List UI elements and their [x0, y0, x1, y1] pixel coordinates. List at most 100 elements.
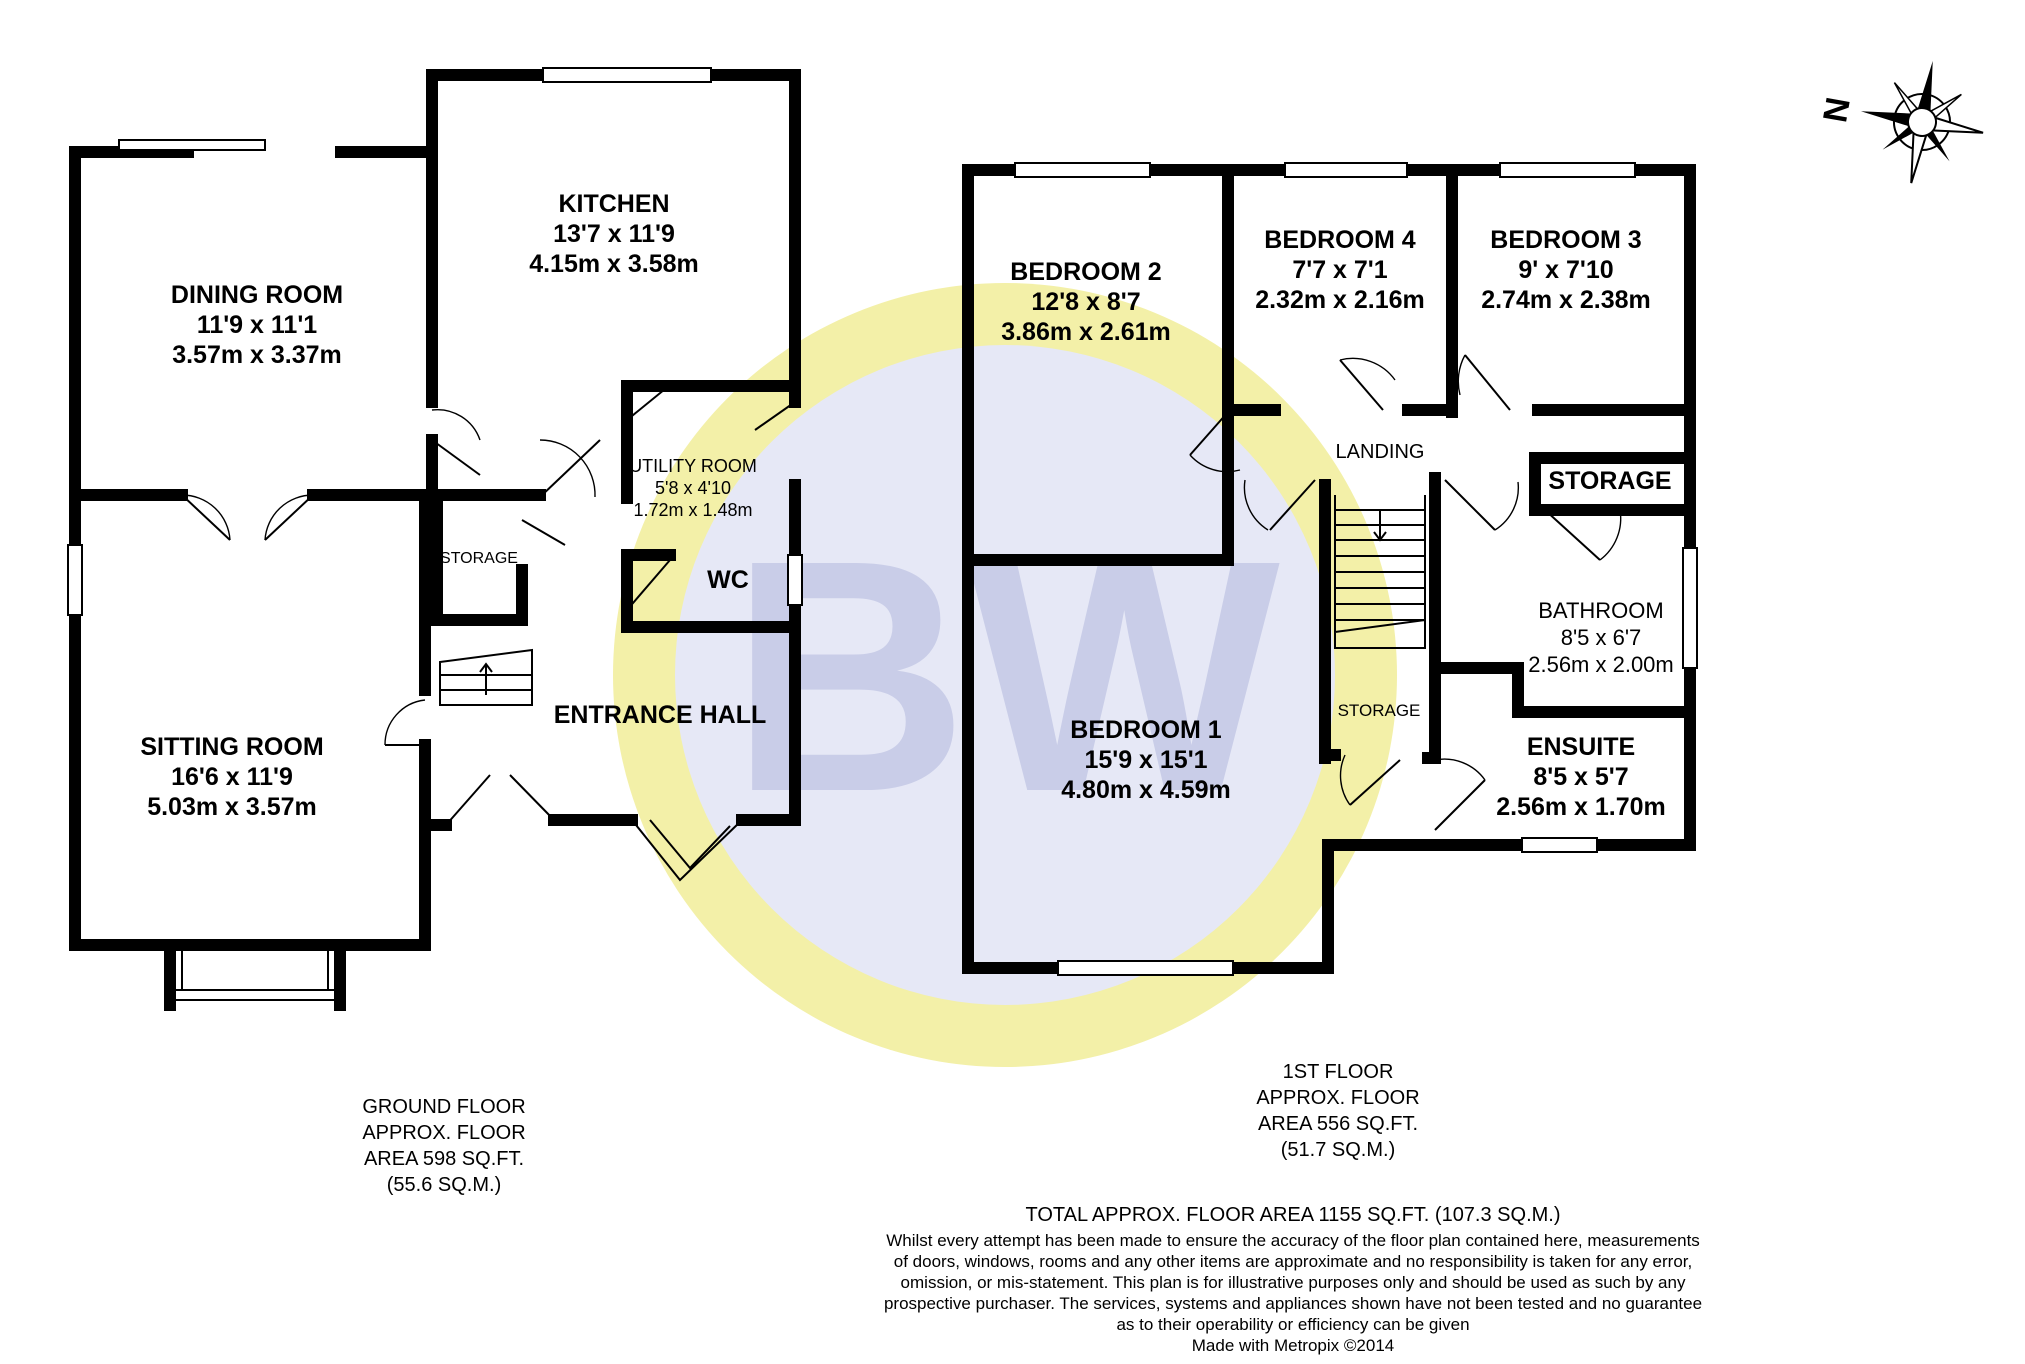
ff-caption-line-1: 1ST FLOOR [1283, 1061, 1394, 1083]
ff-storage-mid-door [1349, 759, 1401, 806]
entrance-hall-name: ENTRANCE HALL [554, 701, 767, 729]
bedroom-1-name: BEDROOM 1 [1070, 716, 1222, 744]
bedroom-1-imperial: 15'9 x 15'1 [1084, 746, 1207, 774]
gf-wall-west-south [69, 146, 431, 951]
ff-bed2-door-arc [1189, 454, 1241, 473]
bw-watermark-logo: BW [613, 283, 1397, 1067]
ff-ensuite-door [1434, 779, 1486, 831]
kitchen-imperial: 13'7 x 11'9 [553, 220, 675, 248]
gf-caption-line-1: GROUND FLOOR [362, 1096, 525, 1118]
footer: TOTAL APPROX. FLOOR AREA 1155 SQ.FT. (10… [884, 1204, 1702, 1355]
first-floor-caption: 1ST FLOOR APPROX. FLOOR AREA 556 SQ.FT. … [1256, 1061, 1419, 1161]
kitchen-metric: 4.15m x 3.58m [529, 250, 699, 278]
gf-wc-walls [621, 549, 801, 633]
ff-storage-top-name: STORAGE [1548, 467, 1671, 495]
sitting-room-name: SITTING ROOM [140, 733, 323, 761]
total-floor-area: TOTAL APPROX. FLOOR AREA 1155 SQ.FT. (10… [1026, 1204, 1561, 1226]
compass-north-label: N [1816, 94, 1858, 125]
bedroom-2-imperial: 12'8 x 8'7 [1031, 288, 1140, 316]
bedroom-4-name: BEDROOM 4 [1264, 226, 1416, 254]
bathroom-metric: 2.56m x 2.00m [1528, 652, 1674, 677]
ff-bed3-window [1499, 162, 1636, 178]
gf-wc-door [626, 559, 671, 611]
dining-room-name: DINING ROOM [171, 281, 343, 309]
bedroom-4-metric: 2.32m x 2.16m [1255, 286, 1425, 314]
disclaimer-line-4: prospective purchaser. The services, sys… [884, 1294, 1702, 1313]
gf-sitting-side-window [67, 544, 83, 616]
bedroom-1-metric: 4.80m x 4.59m [1061, 776, 1231, 804]
bathroom-imperial: 8'5 x 6'7 [1561, 625, 1642, 650]
bedroom-3-imperial: 9' x 7'10 [1518, 256, 1613, 284]
gf-caption-line-3: AREA 598 SQ.FT. [364, 1148, 524, 1170]
gf-wall-front [419, 814, 638, 831]
ff-bed2-window [1014, 162, 1151, 178]
sitting-room-metric: 5.03m x 3.57m [147, 793, 317, 821]
bedroom-3-metric: 2.74m x 2.38m [1481, 286, 1651, 314]
ff-bathroom-window [1682, 547, 1698, 669]
disclaimer-line-1: Whilst every attempt has been made to en… [886, 1231, 1700, 1250]
gf-sitting-door-arc [384, 699, 426, 746]
gf-kitchen-window [542, 67, 712, 83]
ff-bed1-window [1057, 960, 1234, 976]
ff-storage-top-door-arc [1599, 509, 1622, 561]
watermark-inner-circle [675, 345, 1335, 1005]
bedroom-3-name: BEDROOM 3 [1490, 226, 1641, 254]
gf-wc-window [787, 554, 803, 606]
ensuite-imperial: 8'5 x 5'7 [1533, 763, 1628, 791]
bedroom-2-name: BEDROOM 2 [1010, 258, 1161, 286]
bedroom-4-imperial: 7'7 x 7'1 [1292, 256, 1387, 284]
ff-bathroom-door [1444, 479, 1496, 531]
gf-hall-inner-door [445, 774, 555, 826]
gf-kitchen-hall-arc [539, 439, 596, 498]
gf-bay-window [170, 945, 340, 1001]
gf-utility-door [626, 384, 671, 421]
ensuite-metric: 2.56m x 1.70m [1496, 793, 1666, 821]
ff-ensuite-window [1521, 837, 1598, 853]
gf-french-doors-arc [181, 494, 314, 541]
ff-storage-mid-name: STORAGE [1338, 701, 1421, 720]
ff-exterior-walls [962, 164, 1696, 974]
disclaimer-line-5: as to their operability or efficiency ca… [1116, 1315, 1469, 1334]
gf-storage-door [521, 519, 566, 546]
ff-caption-line-3: AREA 556 SQ.FT. [1258, 1113, 1418, 1135]
ff-bed4-door-arc [1339, 357, 1396, 381]
bedroom-2-metric: 3.86m x 2.61m [1001, 318, 1171, 346]
disclaimer-line-2: of doors, windows, rooms and any other i… [894, 1252, 1692, 1271]
utility-room-metric: 1.72m x 1.48m [633, 500, 752, 520]
gf-caption-line-2: APPROX. FLOOR [362, 1122, 525, 1144]
gf-wall-kitchen-east [705, 69, 801, 408]
sitting-room-imperial: 16'6 x 11'9 [171, 763, 293, 791]
utility-room-name: UTILITY ROOM [629, 456, 757, 476]
gf-front-door [631, 819, 743, 882]
dining-room-imperial: 11'9 x 11'1 [197, 311, 317, 339]
ff-bathroom-ensuite-wall [1429, 662, 1696, 718]
wc-name: WC [707, 566, 749, 594]
gf-wall-north-right [335, 69, 549, 158]
gf-utility-north [621, 380, 801, 394]
ff-bed1-door [1269, 479, 1316, 531]
gf-dining-kitchen-arc [431, 408, 481, 441]
ground-floor-plan: DINING ROOM 11'9 x 11'1 3.57m x 3.37m KI… [67, 67, 803, 1011]
watermark-letters: BW [730, 491, 1283, 860]
ff-ensuite-door-arc [1434, 758, 1486, 781]
ff-bed2-bed1-wall [962, 404, 1234, 566]
utility-room-imperial: 5'8 x 4'10 [655, 478, 731, 498]
gf-dining-patio-window [118, 139, 266, 151]
ff-bed1-door-arc [1243, 479, 1269, 531]
gf-dining-kitchen-door [431, 439, 481, 476]
ff-bed3-door [1464, 354, 1511, 411]
first-floor-plan: BEDROOM 2 12'8 x 8'7 3.86m x 2.61m BEDRO… [962, 162, 1698, 976]
ff-caption-line-2: APPROX. FLOOR [1256, 1087, 1419, 1109]
gf-storage-walls [431, 492, 528, 626]
gf-utility-back-door [754, 401, 796, 431]
gf-storage-name: STORAGE [440, 550, 518, 567]
kitchen-name: KITCHEN [558, 190, 669, 218]
ff-bed4-window [1284, 162, 1408, 178]
ff-storage-top-door [1544, 509, 1601, 561]
ff-bathroom-door-arc [1494, 481, 1520, 531]
gf-caption-line-4: (55.6 SQ.M.) [387, 1174, 501, 1196]
gf-kitchen-hall-door [539, 439, 601, 498]
dining-room-metric: 3.57m x 3.37m [172, 341, 342, 369]
ground-floor-caption: GROUND FLOOR APPROX. FLOOR AREA 598 SQ.F… [362, 1096, 525, 1196]
